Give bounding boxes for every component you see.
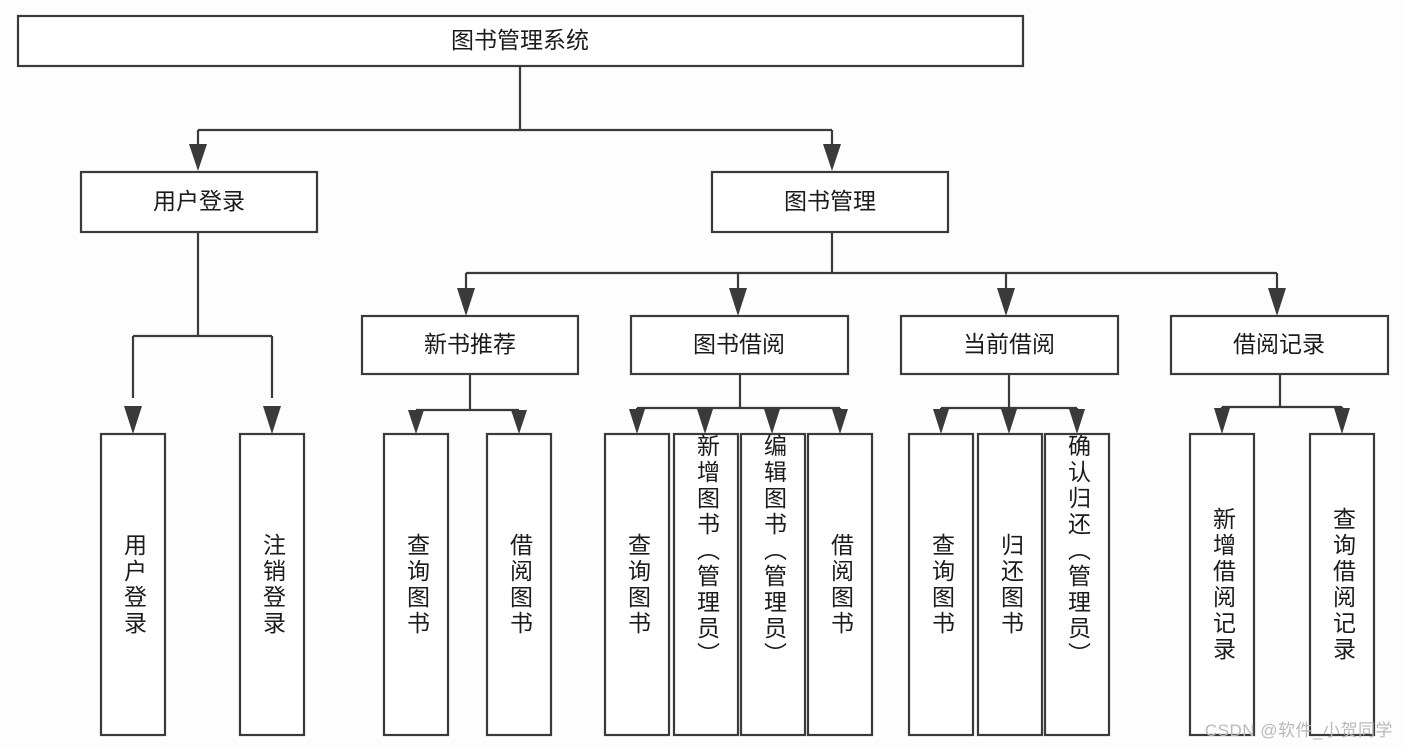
node-leaf-borrow-book-1[interactable] bbox=[485, 432, 553, 737]
arrow-leaf-borrow-book-2 bbox=[832, 409, 848, 434]
arrow-leaf-query-book-1 bbox=[408, 410, 424, 434]
node-book-management[interactable] bbox=[710, 170, 950, 234]
arrow-leaf-add-book bbox=[697, 409, 713, 434]
node-leaf-logout-login[interactable] bbox=[238, 432, 306, 737]
arrow-leaf-query-book-2 bbox=[629, 409, 645, 434]
label-current-borrow: 当前借阅 bbox=[963, 331, 1055, 357]
watermark-text: CSDN @软件_小贺同学 bbox=[1204, 721, 1393, 740]
node-leaf-borrow-book-2[interactable] bbox=[806, 432, 874, 737]
label-root: 图书管理系统 bbox=[451, 27, 589, 53]
arrow-leaf-add-record bbox=[1214, 408, 1230, 434]
label-user-login: 用户登录 bbox=[153, 188, 245, 214]
arrow-leaf-query-record bbox=[1334, 408, 1350, 434]
node-current-borrow[interactable] bbox=[899, 314, 1120, 376]
node-leaf-query-record[interactable] bbox=[1308, 432, 1376, 737]
arrow-leaf-logout-login bbox=[263, 406, 281, 434]
node-leaf-return-book[interactable] bbox=[976, 432, 1044, 737]
node-box-group bbox=[16, 14, 1390, 737]
node-user-login[interactable] bbox=[79, 170, 319, 234]
node-new-book-recommend[interactable] bbox=[360, 314, 580, 376]
arrow-user-login bbox=[189, 144, 207, 171]
node-leaf-edit-book[interactable] bbox=[739, 432, 807, 737]
node-leaf-add-record[interactable] bbox=[1188, 432, 1256, 737]
arrow-new-book-recommend bbox=[457, 288, 475, 316]
arrow-leaf-return-book bbox=[1001, 409, 1017, 434]
node-leaf-add-book[interactable] bbox=[672, 432, 740, 737]
arrow-leaf-confirm-return bbox=[1069, 409, 1085, 434]
horizontal-label-group: 图书管理系统 用户登录 图书管理 新书推荐 图书借阅 当前借阅 借阅记录 bbox=[153, 27, 1325, 357]
arrow-current-borrow bbox=[997, 288, 1015, 316]
arrow-leaf-query-book-3 bbox=[933, 409, 949, 434]
label-book-management: 图书管理 bbox=[784, 188, 876, 214]
node-borrow-record[interactable] bbox=[1169, 314, 1390, 376]
node-leaf-query-book-3[interactable] bbox=[907, 432, 975, 737]
arrow-book-management bbox=[823, 144, 841, 171]
arrow-leaf-borrow-book-1 bbox=[511, 410, 527, 434]
arrow-leaf-user-login bbox=[124, 406, 142, 434]
node-book-borrow[interactable] bbox=[629, 314, 850, 376]
arrow-leaf-edit-book bbox=[764, 409, 780, 434]
node-leaf-confirm-return[interactable] bbox=[1043, 432, 1111, 737]
label-book-borrow: 图书借阅 bbox=[693, 331, 785, 357]
arrow-borrow-record bbox=[1268, 288, 1286, 316]
node-leaf-user-login[interactable] bbox=[99, 432, 167, 737]
label-new-book-recommend: 新书推荐 bbox=[424, 331, 516, 357]
connector-group bbox=[124, 66, 1350, 434]
label-borrow-record: 借阅记录 bbox=[1233, 331, 1325, 357]
arrow-book-borrow bbox=[729, 288, 747, 316]
node-leaf-query-book-1[interactable] bbox=[382, 432, 450, 737]
node-root[interactable] bbox=[16, 14, 1025, 68]
node-leaf-query-book-2[interactable] bbox=[603, 432, 671, 737]
